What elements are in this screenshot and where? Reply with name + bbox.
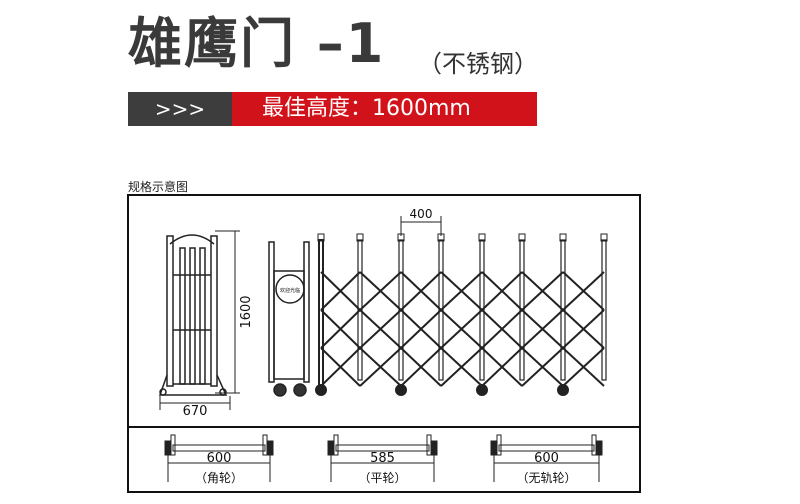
arrows-badge: >>> — [128, 92, 232, 126]
side-view-gate — [158, 234, 228, 396]
wheel-type-label: （角轮） — [195, 471, 243, 485]
lattice-bar — [400, 271, 442, 311]
lattice-bar — [400, 309, 442, 349]
lattice-bar — [481, 309, 523, 349]
gate-wheel-icon — [395, 384, 407, 396]
lattice-bar — [400, 347, 442, 387]
product-title: 雄鹰门 –1 — [128, 12, 386, 75]
lattice-bar — [440, 309, 483, 349]
wheel-frame — [127, 426, 641, 493]
lattice-bar — [521, 271, 564, 311]
wheel-type-label: （平轮） — [358, 471, 406, 485]
lattice-bar — [521, 309, 564, 349]
lattice-bar — [481, 347, 523, 387]
wheel-type-2 — [327, 434, 438, 482]
gate-post — [560, 239, 566, 381]
lattice-bar — [521, 347, 564, 387]
lattice-bar — [320, 271, 361, 311]
lattice-bar — [359, 347, 402, 387]
lattice-bar — [562, 347, 605, 387]
post-cap — [518, 233, 526, 242]
post-cap — [559, 233, 567, 242]
wheel-icon — [595, 440, 603, 456]
gate-wheel-icon — [476, 384, 488, 396]
best-height-banner: 最佳高度：1600mm — [232, 92, 537, 126]
gate-wheel-icon — [315, 384, 327, 396]
width-dimension — [159, 396, 231, 410]
gate-post — [398, 239, 404, 381]
lattice-bar — [320, 347, 361, 387]
sign-text: 欢迎光临 — [280, 287, 300, 294]
scissor-lattice — [315, 233, 608, 396]
wheel-icon — [430, 440, 438, 456]
lattice-bar — [562, 309, 605, 349]
lattice-bar — [562, 271, 605, 311]
lattice-bar — [440, 347, 483, 387]
lattice-bar — [320, 309, 361, 349]
gate-post — [479, 239, 485, 381]
control-box — [268, 241, 310, 397]
gate-post — [601, 239, 607, 381]
post-cap — [356, 233, 364, 242]
axle — [498, 444, 595, 452]
spacing-dimension — [400, 216, 442, 236]
diagram-label: 规格示意图 — [128, 180, 189, 194]
gate-post — [318, 239, 324, 389]
wheel-dim-label: 600 — [207, 451, 232, 466]
wheel-type-label: （无轨轮） — [516, 471, 576, 485]
wheel-type-3 — [490, 434, 603, 482]
lattice-bar — [359, 309, 402, 349]
post-cap — [600, 233, 608, 242]
gate-post — [519, 239, 525, 381]
post-cap — [478, 233, 486, 242]
wheel-type-1 — [164, 434, 274, 482]
height-dimension — [215, 230, 240, 394]
gate-wheel-icon — [557, 384, 569, 396]
lattice-bar — [359, 271, 402, 311]
gate-post — [357, 239, 363, 381]
lattice-bar — [481, 271, 523, 311]
axle — [172, 444, 266, 452]
wheel-icon — [266, 440, 274, 456]
spacing-dim-label: 400 — [410, 207, 433, 221]
lattice-bar — [440, 271, 483, 311]
axle — [335, 444, 430, 452]
gate-post — [438, 239, 444, 381]
post-cap — [317, 233, 325, 242]
height-dim-label: 1600 — [239, 295, 254, 328]
product-material: （不锈钢） — [418, 50, 538, 78]
width-dim-label: 670 — [183, 404, 208, 419]
wheel-icon — [164, 440, 172, 456]
wheel-dim-label: 600 — [534, 451, 559, 466]
wheel-icon — [490, 440, 498, 456]
wheel-icon — [327, 440, 335, 456]
wheel-dim-label: 585 — [370, 451, 395, 466]
